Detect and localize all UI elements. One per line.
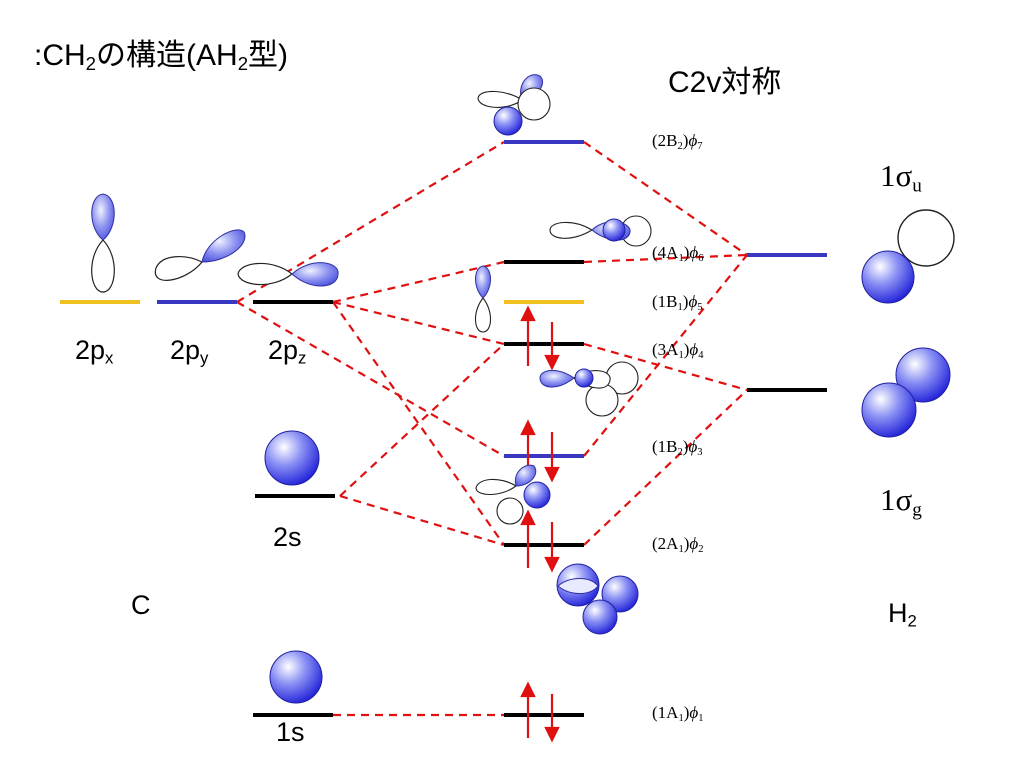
orbital-1su-picture [861,209,955,304]
correlation-lines [236,141,748,717]
mo-phi6-picture [549,215,652,247]
orbital-2s-picture [264,430,320,486]
atom-label: C [131,590,151,620]
label-1s: 1s [276,717,305,747]
energy-levels [60,140,827,717]
electron-pair-phi2 [520,509,560,573]
mo-phi2-picture [556,563,639,635]
orbital-2px-picture [91,193,115,293]
mo-phi5-picture [474,265,492,333]
mo-phi3-picture [475,464,551,525]
mo-phi7-picture [477,74,551,136]
mo-phi4-picture [539,361,639,417]
label-2pz: 2pz [268,335,307,368]
mo-label-phi6: (4A1)ϕ6 [652,243,704,264]
label-1sg: 1σg [880,482,922,521]
label-2px: 2px [75,335,114,368]
label-2s: 2s [273,522,302,552]
mo-label-phi5: (1B1)ϕ5 [652,292,703,313]
label-2py: 2py [170,335,209,368]
orbital-2pz-picture [237,262,339,287]
mo-label-phi2: (2A1)ϕ2 [652,534,704,555]
mo-label-phi4: (3A1)ϕ4 [652,340,704,361]
mo-label-phi3: (1B2)ϕ3 [652,437,703,458]
mo-label-phi1: (1A1)ϕ1 [652,703,704,724]
electron-arrows [520,305,560,743]
orbital-2py-picture [154,229,246,281]
electron-pair-phi1 [520,681,560,743]
page-title: :CH2の構造(AH2型) [34,39,289,75]
label-1su: 1σu [880,158,922,197]
orbital-1sg-picture [861,347,951,438]
symmetry-label: C2v対称 [668,66,782,99]
electron-pair-phi4 [520,305,560,371]
mo-label-phi7: (2B2)ϕ7 [652,131,703,152]
orbital-1s-picture [269,650,323,704]
molecule-label: H2 [888,598,917,631]
